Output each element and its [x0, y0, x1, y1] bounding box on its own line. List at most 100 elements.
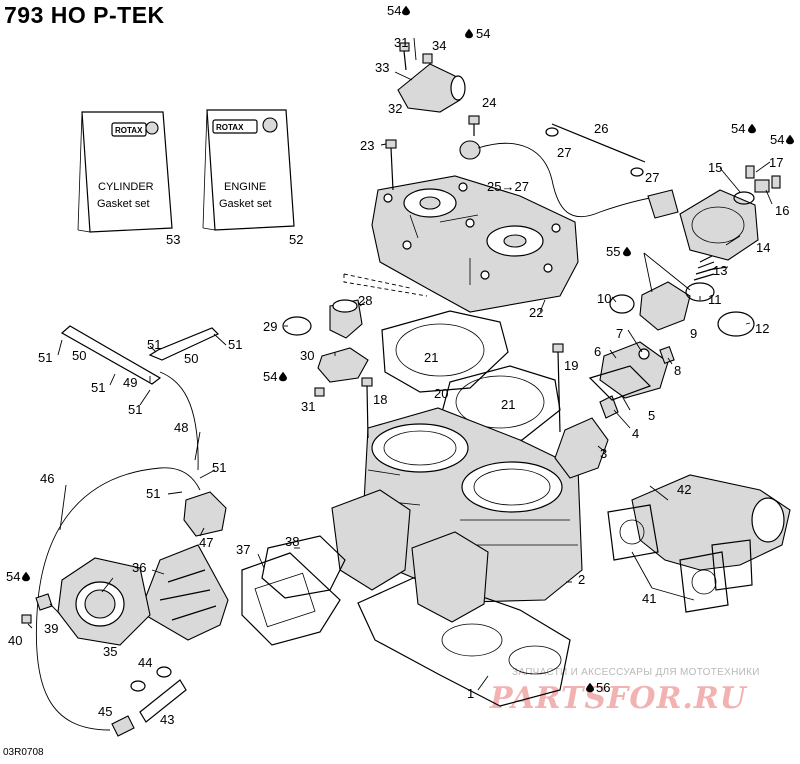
- reference-code: 03R0708: [3, 747, 44, 758]
- callout-9: 9: [690, 326, 697, 341]
- callout-37: 37: [236, 542, 250, 557]
- callout-47: 47: [199, 535, 213, 550]
- callout-1: 1: [467, 686, 474, 701]
- gasket-card-line1: CYLINDER: [98, 181, 154, 193]
- drop-icon: [786, 134, 794, 145]
- callout-54f: 54: [770, 132, 784, 147]
- gasket-card-number: 52: [289, 232, 303, 247]
- callout-2: 2: [578, 572, 585, 587]
- callout-46: 46: [40, 471, 54, 486]
- callout-51f: 51: [212, 460, 226, 475]
- reed-block-right: [411, 531, 489, 623]
- callout-33: 33: [375, 60, 389, 75]
- fitting-45: [111, 715, 135, 737]
- callout-32: 32: [388, 101, 402, 116]
- callout-22: 22: [529, 305, 543, 320]
- callout-10: 10: [597, 291, 611, 306]
- callout-21a: 21: [424, 350, 438, 365]
- drop-icon: [586, 682, 594, 693]
- callout-6: 6: [594, 344, 601, 359]
- callout-45: 45: [98, 704, 112, 719]
- callout-25-27: 25→27: [487, 179, 529, 194]
- callout-44: 44: [138, 655, 152, 670]
- callout-54d: 54: [6, 569, 20, 584]
- callout-15: 15: [708, 160, 722, 175]
- carb-flange: [57, 557, 151, 646]
- callout-54b: 54: [476, 26, 490, 41]
- gasket-set-cylinder: ROTAX CYLINDER Gasket set: [77, 111, 173, 233]
- gasket-card-line1: ENGINE: [224, 181, 266, 193]
- callout-56: 56: [596, 680, 610, 695]
- callout-27a: 27: [557, 145, 571, 160]
- callout-17: 17: [769, 155, 783, 170]
- bolts: [21, 42, 564, 624]
- callout-18: 18: [373, 392, 387, 407]
- drop-icon: [22, 571, 30, 582]
- gasket-card-number: 53: [166, 232, 180, 247]
- callout-48: 48: [174, 420, 188, 435]
- temp-sensor: [459, 140, 481, 160]
- exhaust-gasket-upper: [607, 504, 659, 561]
- thermostat-cover: [317, 347, 369, 383]
- o-ring-29: [282, 316, 312, 336]
- callout-12: 12: [755, 321, 769, 336]
- sensor-connector: [647, 189, 679, 219]
- cylinder-head: [371, 175, 579, 313]
- drop-icon: [402, 5, 410, 16]
- callout-3: 3: [600, 446, 607, 461]
- callout-54a: 54: [387, 3, 401, 18]
- callout-23: 23: [360, 138, 374, 153]
- callout-14: 14: [756, 240, 770, 255]
- drop-icon: [748, 123, 756, 134]
- leader-lines: [27, 37, 773, 691]
- watermark-tagline: ЗАПЧАСТИ И АКСЕССУАРЫ ДЛЯ МОТОТЕХНИКИ: [512, 667, 760, 678]
- callout-21b: 21: [501, 397, 515, 412]
- reed-spacer-37: [241, 552, 341, 646]
- callout-27b: 27: [645, 170, 659, 185]
- callout-4: 4: [632, 426, 639, 441]
- callout-54c: 54: [263, 369, 277, 384]
- o-ring-10: [609, 294, 635, 314]
- callout-51e: 51: [228, 337, 242, 352]
- callout-31a: 31: [301, 399, 315, 414]
- callout-24: 24: [482, 95, 496, 110]
- callout-labels: 1 2 3 4 5 6 7 8 9 10 11 12 13 14 15 16 1…: [6, 3, 789, 727]
- callout-16: 16: [775, 203, 789, 218]
- drop-icon: [279, 371, 287, 382]
- reed-gasket-38: [261, 535, 346, 599]
- oil-line-50-left: [60, 325, 162, 385]
- callout-26: 26: [594, 121, 608, 136]
- callout-34: 34: [432, 38, 446, 53]
- callout-7: 7: [616, 326, 623, 341]
- gasket-card-line2: Gasket set: [219, 198, 272, 210]
- head-gasket-upper: [381, 310, 509, 393]
- callout-19: 19: [564, 358, 578, 373]
- wire-tie-26: [551, 123, 646, 163]
- gasket-card-brand: ROTAX: [115, 126, 143, 135]
- callout-42: 42: [677, 482, 691, 497]
- oil-line-50-right: [148, 327, 220, 361]
- callout-38: 38: [285, 534, 299, 549]
- page-title: 793 HO P-TEK: [4, 2, 165, 28]
- reed-valve-36: [139, 544, 229, 641]
- reed-block-left: [331, 489, 411, 591]
- drop-icon: [465, 28, 473, 39]
- callout-50b: 50: [184, 351, 198, 366]
- callout-13: 13: [713, 263, 727, 278]
- oil-pump-47: [183, 491, 227, 537]
- callout-51g: 51: [146, 486, 160, 501]
- callout-51c: 51: [128, 402, 142, 417]
- callout-35: 35: [103, 644, 117, 659]
- callout-8: 8: [674, 363, 681, 378]
- callout-31b: 31: [394, 35, 408, 50]
- gasket-card-line2: Gasket set: [97, 198, 150, 210]
- callout-29: 29: [263, 319, 277, 334]
- watermark-logo: PARTSFOR.RU: [490, 681, 747, 716]
- o-ring-12: [717, 311, 755, 337]
- callout-49: 49: [123, 375, 137, 390]
- hose-43: [139, 679, 187, 723]
- callout-50a: 50: [72, 348, 86, 363]
- callout-30: 30: [300, 348, 314, 363]
- callout-51a: 51: [38, 350, 52, 365]
